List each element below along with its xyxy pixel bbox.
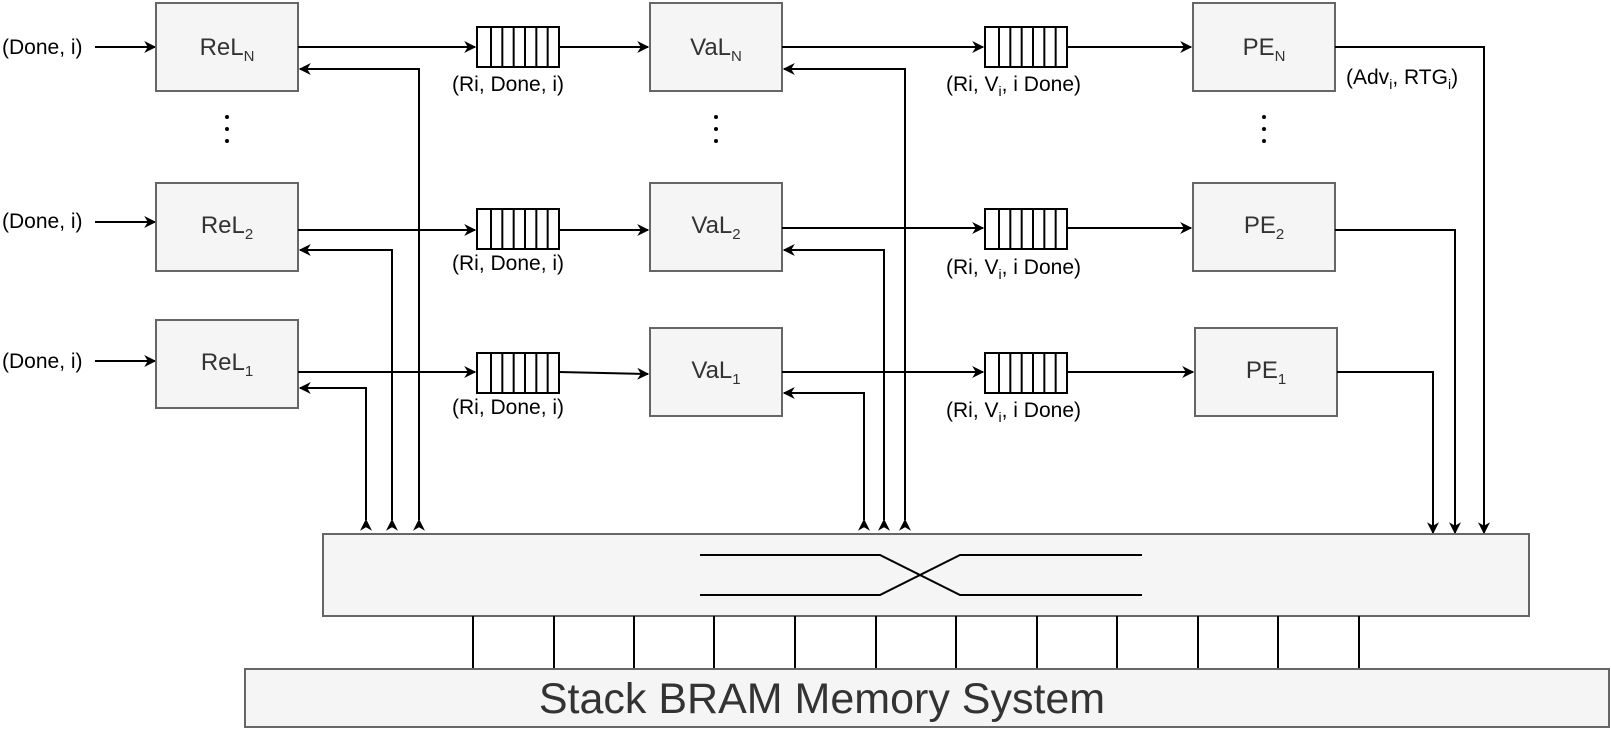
val-2-block: VaL2 [649, 182, 783, 272]
queue-label-val-pe-n: (Ri, Vi, i Done) [946, 73, 1081, 99]
rel-n-sub: N [244, 48, 255, 65]
ellipsis-val [714, 115, 718, 143]
crossbar-block [322, 533, 1530, 617]
fifo-rel-val-2 [476, 208, 560, 250]
rel-n-block: ReLN [155, 2, 299, 92]
memory-links-val [782, 63, 911, 531]
input-label-top: (Done, i) [2, 36, 83, 59]
pe-2-base: PE [1244, 212, 1276, 239]
svg-text:VaLN: VaLN [690, 34, 742, 65]
rel-2-sub: 2 [245, 226, 253, 243]
pe-2-block: PE2 [1192, 182, 1336, 272]
input-label-bot: (Done, i) [2, 350, 83, 373]
pe-n-base: PE [1243, 34, 1275, 61]
val-n-block: VaLN [649, 2, 783, 92]
svg-text:ReLN: ReLN [200, 34, 255, 65]
pe-n-output-label: (Advi, RTGi) [1346, 66, 1458, 92]
val-1-sub: 1 [732, 371, 740, 388]
rel-1-sub: 1 [245, 363, 253, 380]
queue-label-rel-val-n: (Ri, Done, i) [452, 73, 564, 96]
svg-text:ReL1: ReL1 [201, 349, 253, 380]
svg-text:VaL1: VaL1 [691, 357, 740, 388]
rel-1-base: ReL [201, 349, 245, 376]
val-1-block: VaL1 [649, 327, 783, 417]
pe-1-sub: 1 [1278, 371, 1286, 388]
memory-bus-lines [472, 616, 1360, 669]
fifo-val-pe-1 [984, 352, 1068, 394]
memory-system-label: Stack BRAM Memory System [539, 675, 1105, 723]
crossbar-icon [700, 554, 1142, 596]
input-label-mid: (Done, i) [2, 210, 83, 233]
rel-2-base: ReL [201, 212, 245, 239]
memory-links-rel [298, 63, 425, 531]
rel-n-base: ReL [200, 34, 244, 61]
val-1-base: VaL [691, 357, 732, 384]
rel-1-block: ReL1 [155, 319, 299, 409]
rel-2-block: ReL2 [155, 182, 299, 272]
svg-text:VaL2: VaL2 [691, 212, 740, 243]
queue-label-rel-val-2: (Ri, Done, i) [452, 252, 564, 275]
pe-1-base: PE [1246, 357, 1278, 384]
pe-1-block: PE1 [1194, 327, 1338, 417]
pe-n-sub: N [1275, 48, 1286, 65]
val-2-sub: 2 [732, 226, 740, 243]
fifo-val-pe-2 [984, 208, 1068, 250]
queue-label-val-pe-1: (Ri, Vi, i Done) [946, 399, 1081, 425]
svg-text:PE1: PE1 [1246, 357, 1286, 388]
fifo-rel-val-n [476, 26, 560, 68]
pe-output-links [1335, 46, 1490, 535]
svg-text:PEN: PEN [1243, 34, 1286, 65]
pe-2-sub: 2 [1276, 226, 1284, 243]
queue-label-val-pe-2: (Ri, Vi, i Done) [946, 256, 1081, 282]
svg-text:PE2: PE2 [1244, 212, 1284, 243]
ellipsis-pe [1262, 115, 1266, 143]
svg-text:ReL2: ReL2 [201, 212, 253, 243]
fifo-rel-val-1 [476, 352, 560, 394]
ellipsis-rel [225, 115, 229, 143]
memory-system-block: Stack BRAM Memory System [244, 668, 1610, 728]
queue-label-rel-val-1: (Ri, Done, i) [452, 396, 564, 419]
fifo-val-pe-n [984, 26, 1068, 68]
val-2-base: VaL [691, 212, 732, 239]
pe-n-block: PEN [1192, 2, 1336, 92]
val-n-base: VaL [690, 34, 731, 61]
val-n-sub: N [731, 48, 742, 65]
